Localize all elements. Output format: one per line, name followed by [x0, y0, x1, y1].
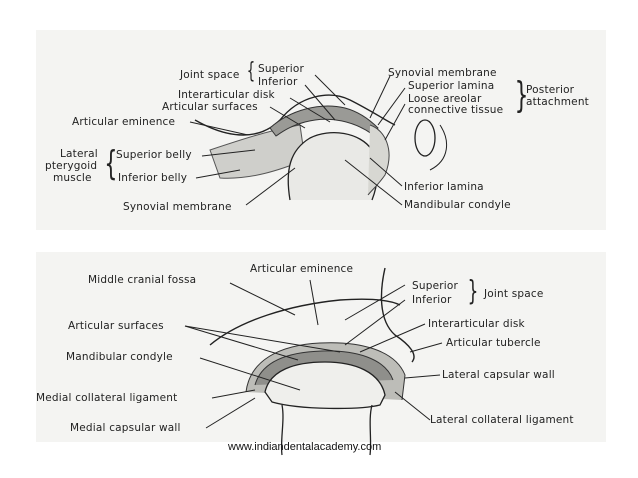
brace-posterior-attachment: }	[514, 75, 529, 116]
label-lateral-collateral-ligament: Lateral collateral ligament	[430, 414, 574, 426]
label-inferior-lamina: Inferior lamina	[404, 181, 484, 193]
brace-top-joint-space: {	[246, 59, 256, 84]
brace-bottom-joint-space: }	[467, 274, 479, 307]
leader-loose	[384, 103, 406, 141]
label-pterygoid: pterygoid	[45, 160, 98, 172]
label-top-superior: Superior	[258, 63, 305, 75]
leader-condyle	[344, 159, 403, 206]
label-top-synovial-membrane-right: Synovial membrane	[388, 67, 497, 79]
leader-inf-belly	[195, 169, 241, 179]
label-muscle: muscle	[53, 172, 92, 184]
leader-b-latcoll	[394, 391, 431, 421]
leader-joint-superior	[314, 74, 346, 106]
leader-b-tubercle	[409, 342, 443, 353]
label-bottom-articular-surfaces: Articular surfaces	[68, 320, 164, 332]
leader-b-fossa	[229, 282, 296, 316]
label-lateral-capsular-wall: Lateral capsular wall	[442, 369, 555, 381]
leader-b-eminence	[309, 279, 319, 326]
label-medial-collateral-ligament: Medial collateral ligament	[36, 392, 178, 404]
label-loose-areolar: Loose areolar	[408, 93, 482, 105]
articular-tubercle-shape	[380, 267, 415, 363]
leader-disk	[289, 97, 331, 123]
label-bottom-interarticular-disk: Interarticular disk	[428, 318, 525, 330]
label-top-mandibular-condyle: Mandibular condyle	[404, 199, 511, 211]
leader-sup-belly	[201, 149, 256, 157]
label-bottom-inferior: Inferior	[412, 294, 452, 306]
bottom-coronal-drawing	[184, 267, 443, 456]
label-connective-tissue: connective tissue	[408, 104, 504, 116]
leader-syn-right	[369, 75, 391, 119]
label-top-interarticular-disk: Interarticular disk	[178, 89, 275, 101]
label-bottom-mandibular-condyle: Mandibular condyle	[66, 351, 173, 363]
label-medial-capsular-wall: Medial capsular wall	[70, 422, 181, 434]
posterior-attachment-shape	[367, 124, 390, 196]
label-top-joint-space: Joint space	[180, 69, 240, 81]
label-superior-belly: Superior belly	[116, 149, 192, 161]
leader-sup-lamina	[377, 87, 406, 126]
leader-eminence	[189, 121, 249, 136]
ear-curl	[429, 124, 448, 171]
leader-joint-inferior	[304, 84, 336, 121]
leader-b-inferior	[344, 299, 406, 346]
leader-inf-lamina	[369, 157, 403, 187]
leader-syn-left	[245, 167, 296, 206]
label-bottom-superior: Superior	[412, 280, 459, 292]
condyle-neck	[280, 404, 373, 456]
label-top-inferior: Inferior	[258, 76, 298, 88]
label-attachment: attachment	[526, 96, 589, 108]
ear-canal-shape	[414, 119, 436, 157]
leader-b-superior	[344, 284, 406, 321]
label-top-synovial-membrane-left: Synovial membrane	[123, 201, 232, 213]
top-sagittal-drawing	[189, 74, 448, 206]
leader-b-disk	[359, 323, 426, 353]
label-top-articular-eminence: Articular eminence	[72, 116, 176, 128]
label-lateral: Lateral	[60, 148, 98, 160]
leader-b-medcoll	[211, 389, 256, 399]
label-articular-tubercle: Articular tubercle	[446, 337, 541, 349]
source-credit: www.indiandentalacademy.com	[228, 441, 382, 453]
label-middle-cranial-fossa: Middle cranial fossa	[88, 274, 197, 286]
brace-pterygoid: {	[104, 144, 118, 184]
leader-b-condyle	[199, 357, 301, 391]
label-bottom-articular-eminence: Articular eminence	[250, 263, 354, 275]
label-posterior: Posterior	[526, 84, 575, 96]
label-superior-lamina: Superior lamina	[408, 80, 495, 92]
leader-artsurf	[269, 106, 306, 129]
leader-b-medcap	[205, 397, 256, 429]
label-bottom-joint-space: Joint space	[484, 288, 544, 300]
leader-b-artsurf-2	[184, 325, 341, 353]
condyle-head	[264, 361, 386, 410]
fossa-outline	[209, 298, 401, 346]
leader-b-artsurf-1	[184, 325, 299, 361]
label-top-articular-surfaces: Articular surfaces	[162, 101, 258, 113]
leader-b-latcap	[404, 374, 441, 379]
label-inferior-belly: Inferior belly	[118, 172, 188, 184]
